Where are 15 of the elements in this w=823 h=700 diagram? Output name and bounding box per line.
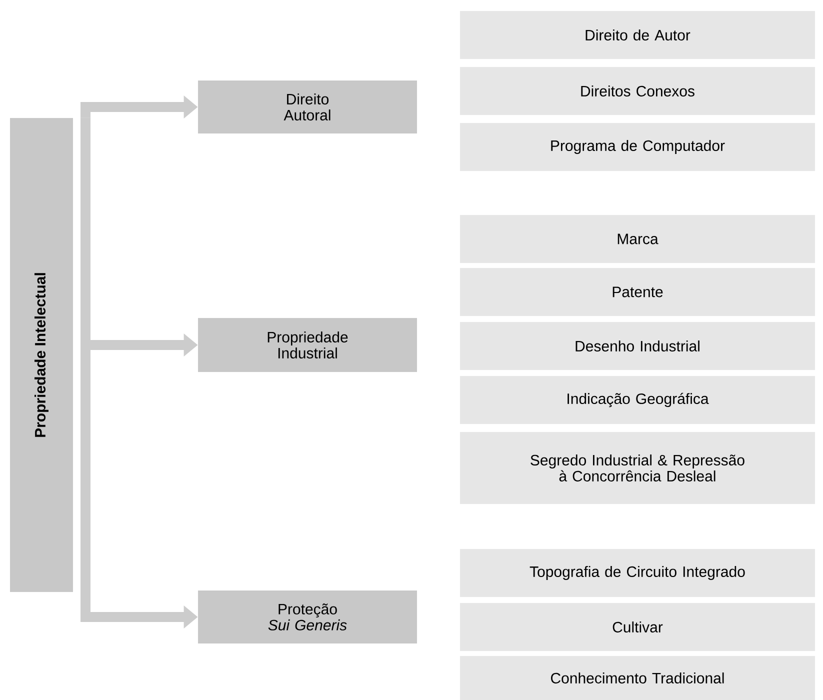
item-box: Desenho Industrial [460,322,815,370]
item-box: Topografia de Circuito Integrado [460,548,815,597]
category-box: Propriedade Industrial [198,318,417,372]
category-box: Direito Autoral [198,80,417,134]
item-box: Direitos Conexos [460,67,815,115]
item-box: Conhecimento Tradicional [460,656,815,700]
item-box: Patente [460,268,815,316]
item-box: Segredo Industrial & Repressão à Concorrência Desleal [460,432,815,504]
item-box: Marca [460,214,815,263]
item-box: Cultivar [460,602,815,651]
item-box: Programa de Computador [460,122,815,171]
category-box: Proteção Sui Generis [198,590,417,644]
item-box: Indicação Geográfica [460,376,815,424]
root-box: Propriedade Intelectual [10,118,73,592]
item-box: Direito de Autor [460,10,815,59]
